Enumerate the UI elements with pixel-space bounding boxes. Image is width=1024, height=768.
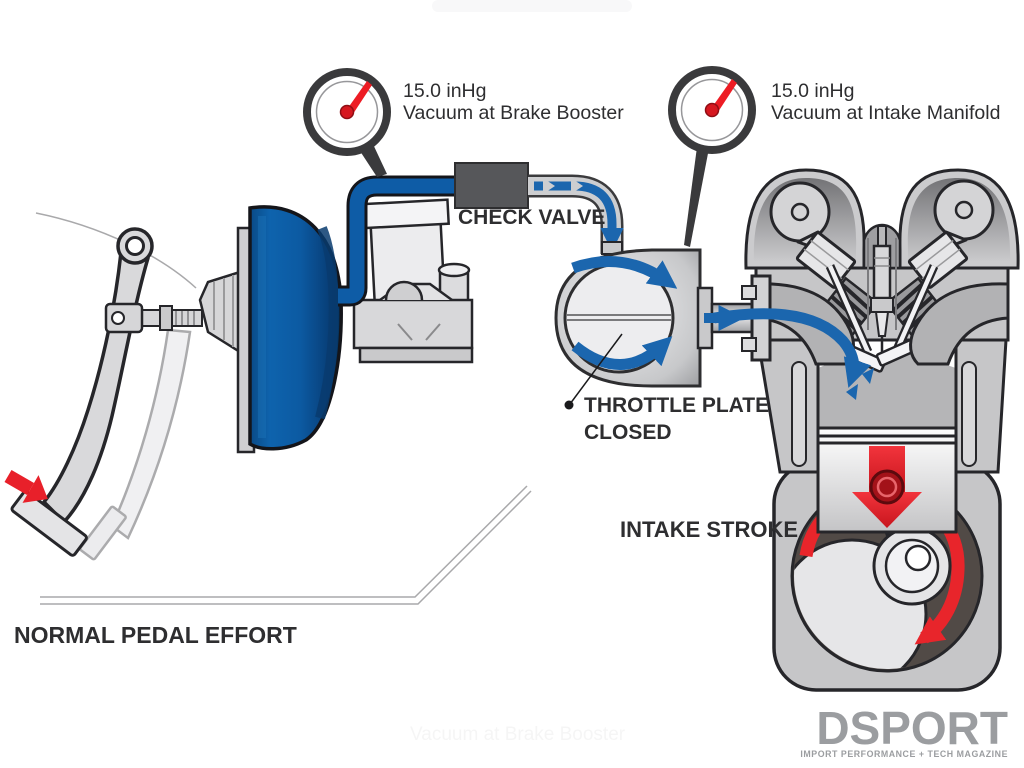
exhaust-runner	[909, 282, 1010, 366]
gauge-needle-icon	[704, 79, 737, 118]
dsport-logo-text: DSPORT	[816, 702, 1008, 754]
gauge-pointer-tail	[684, 143, 710, 247]
throttle-body	[554, 248, 760, 388]
gauge2-value: 15.0 inHg	[771, 80, 854, 102]
throttle-label-leader	[564, 333, 623, 410]
brake-booster	[236, 205, 343, 454]
valve-lifter-right	[907, 231, 969, 289]
label-throttle-plate-1: THROTTLE PLATE	[584, 394, 769, 417]
crankshaft	[872, 526, 952, 606]
gauge1-value: 15.0 inHg	[403, 80, 486, 102]
spark-plug	[867, 225, 897, 352]
watermark-smudge	[432, 0, 632, 12]
dsport-logo-tagline: IMPORT PERFORMANCE + TECH MAGAZINE	[800, 749, 1008, 759]
gauge2-label: Vacuum at Intake Manifold	[771, 102, 1000, 124]
accelerator-pedal	[79, 328, 192, 561]
vacuum-pipe	[528, 174, 624, 255]
booster-pushrod	[104, 270, 242, 355]
intake-flow-arrow-icon	[713, 308, 874, 400]
brake-pedal-pad	[10, 490, 88, 557]
label-pedal-effort: NORMAL PEDAL EFFORT	[14, 622, 297, 648]
valve-lifter-left	[795, 231, 857, 289]
flow-arrow-icon	[571, 256, 678, 289]
dsport-logo: DSPORT IMPORT PERFORMANCE + TECH MAGAZIN…	[800, 702, 1008, 759]
flow-arrow-icon	[571, 336, 673, 370]
pedal-force-arrow-icon	[4, 469, 48, 503]
gauge-needle-icon	[339, 81, 372, 120]
piston-down-arrow-icon	[852, 446, 922, 528]
engine-cross-section	[713, 168, 1020, 692]
exhaust-valve	[875, 264, 939, 367]
watermark-ghost-text: Vacuum at Brake Booster	[410, 724, 626, 745]
vacuum-hose	[338, 175, 457, 307]
piston	[816, 426, 958, 534]
gauge1-label: Vacuum at Brake Booster	[403, 102, 624, 124]
vacuum-gauge-intake-manifold	[668, 66, 756, 247]
master-cylinder	[352, 198, 474, 364]
throttle-plate	[567, 314, 671, 321]
label-intake-stroke: INTAKE STROKE	[620, 517, 798, 542]
vacuum-gauge-brake-booster	[303, 68, 391, 177]
label-check-valve: CHECK VALVE	[458, 206, 605, 229]
check-valve	[454, 162, 529, 209]
label-throttle-plate-2: CLOSED	[584, 421, 672, 444]
